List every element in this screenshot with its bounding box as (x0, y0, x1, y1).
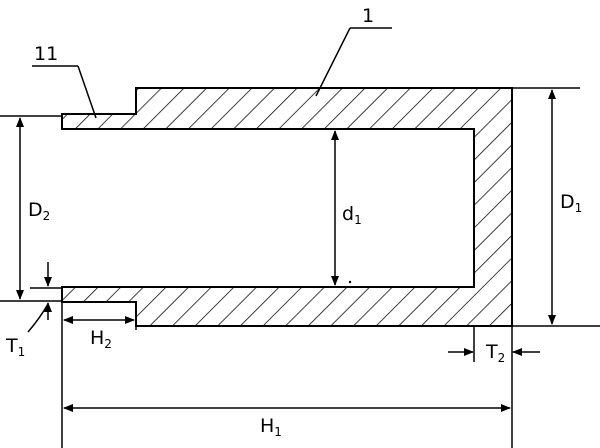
dim-D1: D1 (548, 89, 582, 325)
dim-D2: D2 (16, 117, 50, 300)
cavity-outline (62, 128, 475, 288)
dim-d1: d1 (331, 130, 362, 286)
callout-1: 1 (315, 5, 392, 97)
dim-T2: T2 (448, 341, 540, 365)
bottom-wall-section (62, 287, 474, 326)
label-d1: d1 (342, 203, 362, 227)
label-part-11: 11 (34, 43, 58, 65)
center-mark (348, 280, 352, 284)
label-D1: D1 (560, 191, 582, 215)
label-D2: D2 (28, 199, 50, 223)
dim-H2: H2 (63, 316, 135, 351)
callout-11: 11 (32, 43, 97, 119)
label-T2: T2 (485, 341, 505, 365)
T1-leader (27, 303, 49, 333)
label-part-1: 1 (362, 5, 374, 27)
top-wall-section (62, 88, 474, 129)
dim-H1: H1 (63, 404, 511, 439)
inner-cavity (63, 130, 473, 286)
label-T1: T1 (5, 335, 25, 359)
dim-T1: T1 (5, 262, 52, 359)
end-wall-section (474, 88, 512, 326)
label-H2: H2 (90, 327, 112, 351)
extension-lines (0, 87, 600, 448)
label-H1: H1 (260, 415, 282, 439)
part-body (61, 87, 513, 327)
